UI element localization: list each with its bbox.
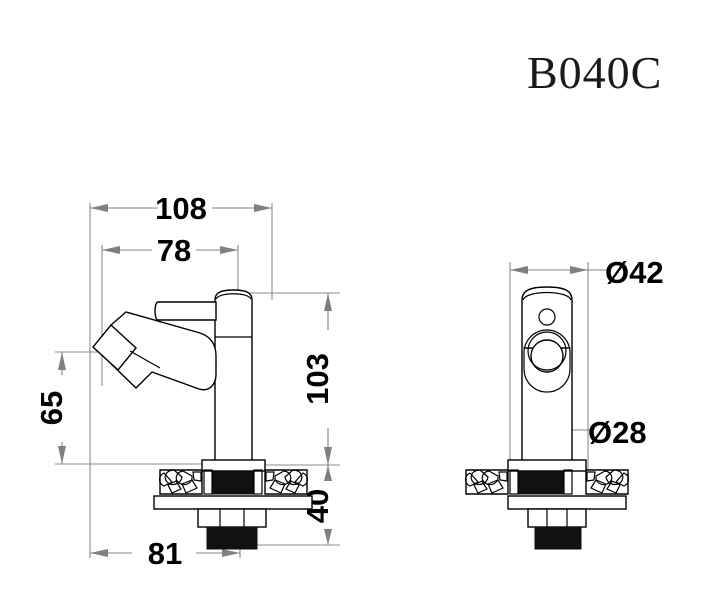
rosette-right-front — [585, 469, 630, 495]
shank-black-side — [211, 471, 255, 495]
washer-plate-front — [507, 495, 627, 510]
shank-black-front — [517, 471, 565, 495]
shank-edge-left — [203, 469, 213, 495]
rosette-left-front — [464, 469, 509, 495]
spout-outlet-tip — [92, 323, 137, 372]
spout-crease-line — [129, 350, 161, 369]
body-top-arc — [215, 293, 252, 300]
handle-inner-ring-front — [530, 339, 564, 373]
spout-side — [98, 311, 217, 391]
dimension-base-diameter-42: Ø42 — [510, 255, 664, 290]
stud-collar-front — [527, 508, 587, 528]
faucet-body-front — [521, 286, 573, 469]
dimension-label-diameter-42: Ø42 — [605, 255, 664, 290]
lever-handle-side — [154, 301, 217, 321]
handle-surround-front — [523, 329, 571, 393]
threaded-tail-front — [534, 526, 582, 550]
rosette-left-side — [158, 469, 203, 495]
side-view-faucet — [92, 289, 313, 550]
shank-edge-right — [253, 469, 263, 495]
dimension-label-108: 108 — [155, 191, 207, 226]
handle-outer-ring-front — [527, 331, 567, 371]
dimension-label-81: 81 — [148, 536, 182, 571]
front-view-faucet — [464, 286, 630, 550]
shank-edge-left-front — [509, 469, 519, 495]
dimension-body-height-103: 103 — [300, 293, 335, 465]
dimension-label-65: 65 — [34, 391, 69, 425]
dimension-overall-width-108: 108 — [90, 191, 272, 226]
indicator-circle-front — [538, 308, 556, 326]
mounting-collar-top-front — [507, 459, 587, 472]
dimension-label-78: 78 — [157, 233, 191, 268]
dimension-label-diameter-28: Ø28 — [588, 415, 647, 450]
dimension-spout-height-65: 65 — [34, 352, 69, 464]
threaded-tail-side — [206, 526, 258, 550]
dimension-tail-length-40: 40 — [300, 465, 335, 545]
shank-edge-right-front — [563, 469, 573, 495]
dimension-base-offset-81: 81 — [90, 536, 240, 571]
dimension-spout-reach-78: 78 — [102, 233, 238, 268]
drawing-title: B040C — [527, 47, 662, 98]
dimension-label-103: 103 — [300, 353, 335, 405]
mounting-collar-top — [201, 459, 266, 472]
washer-plate-side — [153, 495, 313, 510]
rosette-right-side — [264, 469, 309, 495]
faucet-body-side — [214, 289, 253, 469]
body-dome-arc-front — [522, 291, 572, 301]
stud-collar-side — [197, 508, 267, 528]
